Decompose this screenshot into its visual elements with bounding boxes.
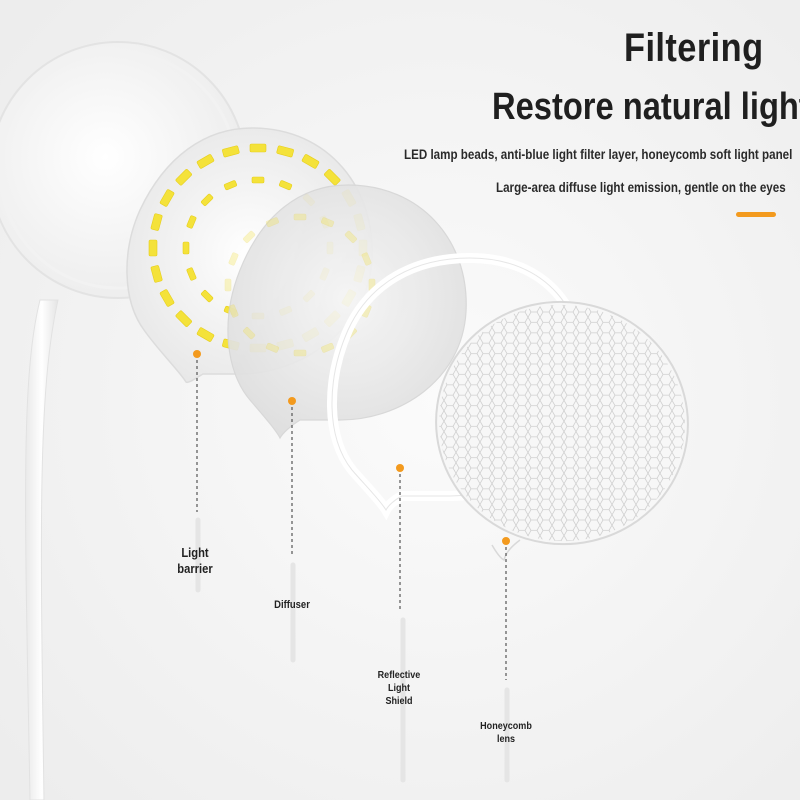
leader-dot — [193, 350, 201, 358]
led-bead — [223, 180, 237, 191]
led-bead — [196, 154, 215, 169]
led-bead — [301, 154, 320, 169]
led-bead — [186, 215, 197, 229]
led-bead — [251, 176, 265, 184]
led-bead — [293, 213, 307, 221]
led-bead — [344, 230, 357, 243]
label-honeycomb-lens: Honeycomb lens — [480, 720, 532, 746]
led-bead — [150, 265, 163, 283]
lamp-gooseneck-arm — [25, 299, 59, 800]
led-bead — [361, 252, 372, 266]
led-bead — [321, 342, 335, 353]
leader-dot — [502, 537, 510, 545]
led-bead — [148, 239, 158, 257]
led-bead — [224, 278, 232, 292]
led-bead — [222, 145, 240, 158]
led-bead — [228, 252, 239, 266]
led-bead — [175, 169, 192, 186]
leader-dot — [288, 397, 296, 405]
label-light-barrier: Light barrier — [177, 545, 213, 577]
led-bead — [293, 349, 307, 357]
led-bead — [324, 169, 341, 186]
led-bead — [201, 290, 214, 303]
led-bead — [265, 217, 279, 228]
leader-dot — [396, 464, 404, 472]
led-bead — [150, 213, 163, 231]
led-bead — [276, 145, 294, 158]
led-bead — [279, 180, 293, 191]
led-bead — [228, 304, 239, 318]
description-line-1: LED lamp beads, anti-blue light filter l… — [404, 147, 793, 162]
led-bead — [196, 327, 215, 342]
led-bead — [321, 217, 335, 228]
led-bead — [186, 267, 197, 281]
diffuser-disc — [224, 184, 467, 440]
led-bead — [159, 289, 175, 307]
label-diffuser: Diffuser — [274, 599, 310, 611]
label-reflective-light-shield: Reflective Light Shield — [377, 669, 421, 708]
leader-lines — [196, 354, 507, 680]
led-bead — [243, 327, 256, 340]
led-bead — [249, 143, 267, 153]
description-line-2: Large-area diffuse light emission, gentl… — [496, 180, 786, 195]
led-bead — [265, 342, 279, 353]
led-bead — [182, 241, 190, 255]
led-bead — [159, 189, 175, 207]
leader-dots — [193, 350, 510, 545]
page-subtitle: Restore natural light — [492, 86, 800, 128]
led-bead — [243, 230, 256, 243]
accent-bar — [736, 212, 776, 217]
led-bead — [175, 310, 192, 327]
led-bead — [201, 193, 214, 206]
page-title: Filtering — [624, 26, 764, 70]
